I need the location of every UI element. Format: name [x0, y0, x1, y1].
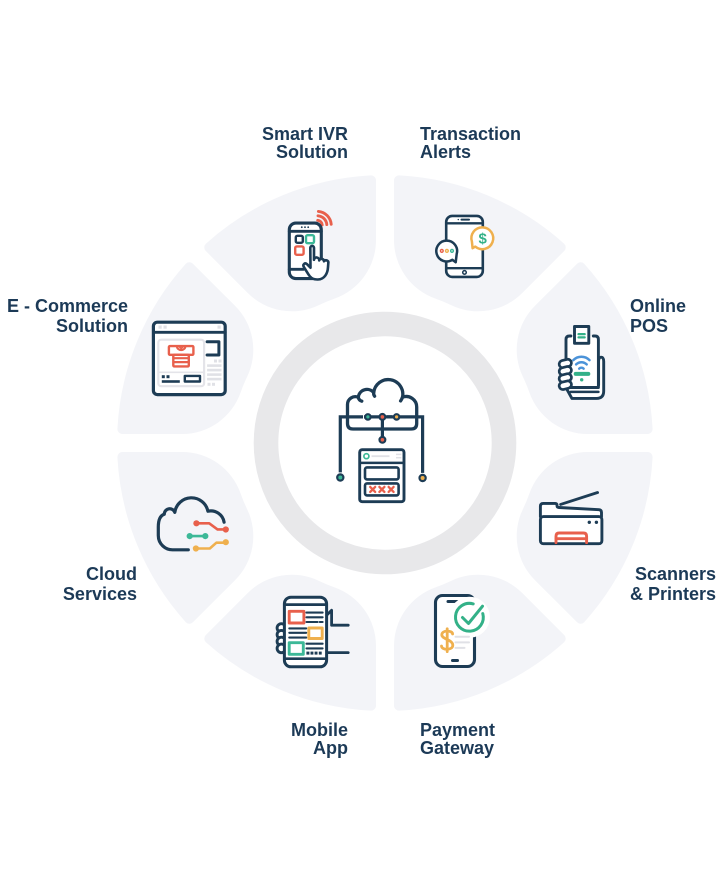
- svg-text:$: $: [479, 231, 488, 248]
